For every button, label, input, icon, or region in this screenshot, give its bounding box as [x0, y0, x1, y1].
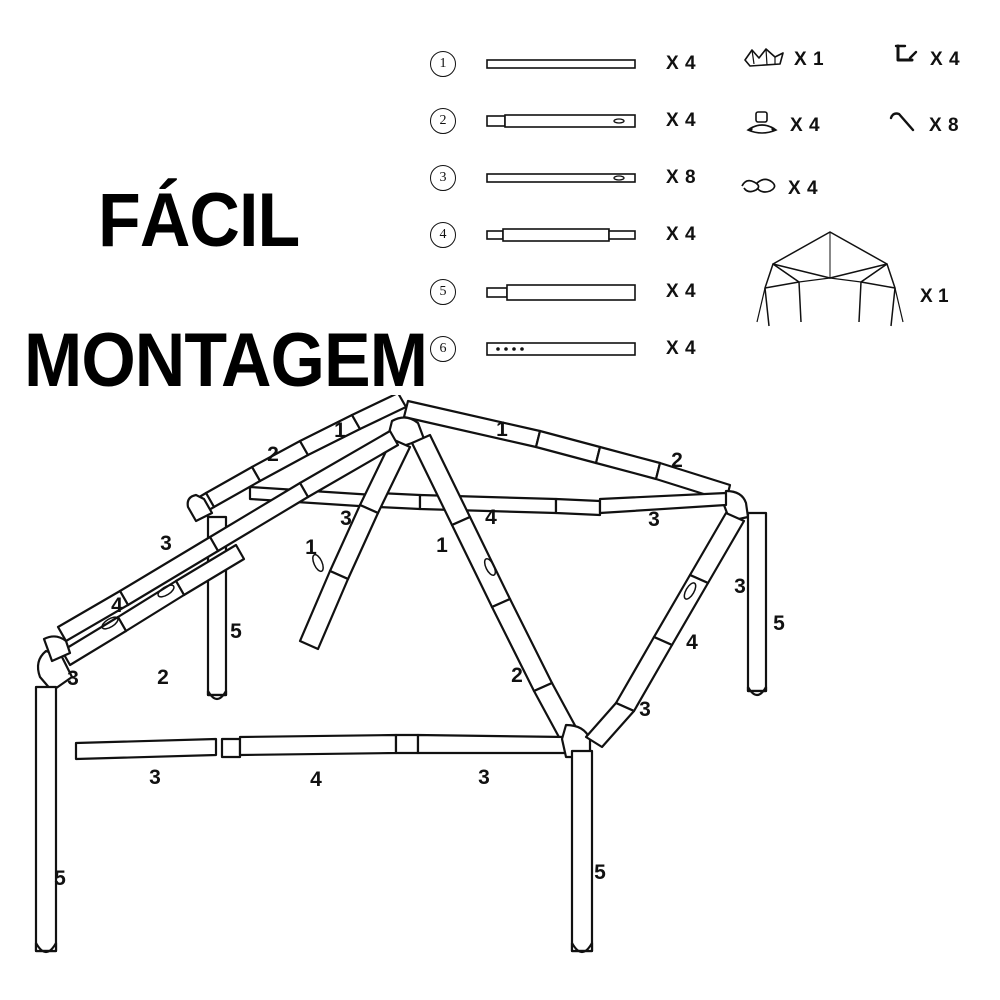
part-number-badge: 6: [430, 336, 456, 362]
part-quantity: X 4: [666, 281, 697, 302]
assembly-label: 5: [54, 867, 66, 890]
assembly-label: 1: [334, 419, 346, 442]
assembly-label: 4: [111, 594, 123, 617]
accessory-peak-connector: X 1: [742, 44, 824, 75]
part-number-badge: 3: [430, 165, 456, 191]
accessory-quantity: X 4: [930, 48, 961, 70]
assembly-label: 2: [671, 449, 683, 472]
accessory-corner-bracket: X 4: [892, 42, 960, 77]
assembly-label: 2: [511, 664, 523, 687]
assembly-label: 3: [734, 575, 746, 598]
part-number-badge: 1: [430, 51, 456, 77]
assembly-label: 2: [157, 666, 169, 689]
assembly-label: 1: [436, 534, 448, 557]
part-row-3: 3 X 8: [430, 158, 696, 198]
part-number-badge: 2: [430, 108, 456, 134]
part-number-badge: 5: [430, 279, 456, 305]
assembly-label: 1: [305, 536, 317, 559]
accessory-rope-set: X 4: [736, 174, 818, 203]
part-row-1: 1 X 4: [430, 44, 696, 84]
part-row-5: 5 X 4: [430, 272, 696, 312]
tube-with-dots-icon: [486, 340, 636, 358]
thin-tube-with-hole-icon: [486, 171, 636, 185]
page-title: FÁCIL MONTAGEM: [24, 116, 428, 535]
part-row-4: 4 X 4: [430, 215, 696, 255]
part-quantity: X 8: [666, 167, 697, 188]
accessory-quantity: X 1: [794, 48, 825, 70]
accessory-foot-plate: X 4: [742, 108, 820, 143]
accessory-quantity: X 4: [790, 114, 821, 136]
part-row-6: 6 X 4: [430, 329, 696, 369]
assembly-label: 2: [267, 443, 279, 466]
product-quantity: X 1: [920, 286, 949, 307]
assembly-label: 5: [773, 612, 785, 635]
assembly-label: 3: [648, 508, 660, 531]
part-row-2: 2 X 4: [430, 101, 696, 141]
leg-tube-icon: [486, 282, 636, 302]
foot-plate-icon: [742, 108, 782, 143]
bracket-icon: [892, 42, 922, 77]
assembly-label: 4: [686, 631, 698, 654]
assembly-label: 3: [67, 667, 79, 690]
part-number-badge: 4: [430, 222, 456, 248]
assembly-diagram: 1 1 2 2 3 3 4 1 1 3 3 4 4 5 5 3 2 2 3 3 …: [0, 391, 1000, 995]
assembly-label: 4: [485, 506, 497, 529]
accessory-quantity: X 8: [929, 114, 960, 136]
tent-icon: [755, 226, 905, 341]
rope-icon: [736, 174, 780, 203]
part-quantity: X 4: [666, 110, 697, 131]
assembly-frame-svg: [34, 391, 768, 954]
tube-with-two-connectors-icon: [486, 226, 636, 244]
title-line-1: FÁCIL: [98, 177, 300, 263]
peak-crown-icon: [742, 44, 786, 75]
assembly-label: 3: [149, 766, 161, 789]
stake-icon: [885, 108, 921, 143]
parts-list: 1 X 4 2 X 4 3: [430, 36, 990, 376]
part-quantity: X 4: [666, 53, 697, 74]
assembly-label: 5: [230, 620, 242, 643]
assembly-label: 5: [594, 861, 606, 884]
accessory-ground-stake: X 8: [885, 108, 959, 143]
tube-with-pin-hole-icon: [486, 112, 636, 130]
part-quantity: X 4: [666, 338, 697, 359]
assembly-label: 1: [496, 418, 508, 441]
part-quantity: X 4: [666, 224, 697, 245]
assembly-label: 3: [639, 698, 651, 721]
assembly-label: 4: [310, 768, 322, 791]
assembly-label: 3: [478, 766, 490, 789]
assembly-label: 3: [340, 507, 352, 530]
accessory-quantity: X 4: [788, 177, 819, 199]
assembly-label: 3: [160, 532, 172, 555]
straight-tube-icon: [486, 56, 636, 72]
title-line-2: MONTAGEM: [24, 317, 428, 403]
